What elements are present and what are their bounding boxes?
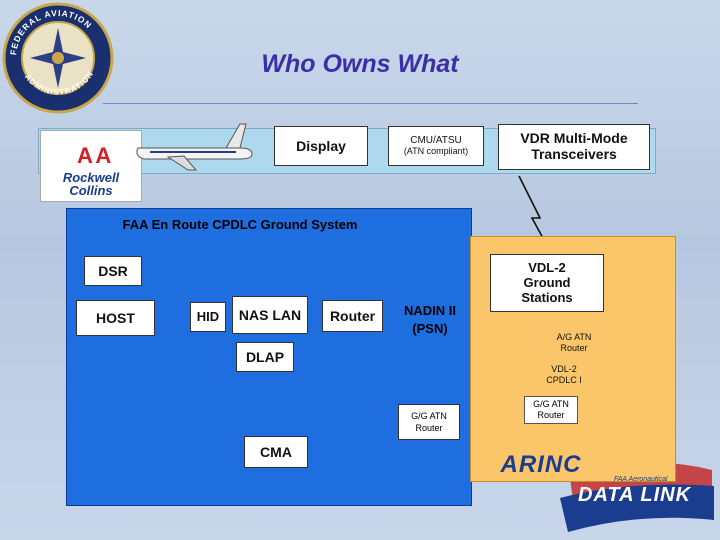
rockwell-label: Rockwell (62, 170, 120, 185)
cmu-compliant-label: (ATN compliant) (403, 146, 469, 156)
gg-router-sublabel: Router (415, 423, 443, 433)
display-box: Display (274, 126, 368, 166)
gg-router-label: G/G ATN (411, 411, 447, 421)
dsr-box: DSR (84, 256, 142, 286)
router-box: Router (322, 300, 383, 332)
dlap-label: DLAP (245, 349, 285, 365)
cpdlc-label: CPDLC I (546, 375, 582, 385)
cmu-atsu-box: CMU/ATSU (ATN compliant) (388, 126, 484, 166)
ag-router-label: A/G ATN (556, 332, 592, 342)
vdr-transceivers-box: VDR Multi-Mode Transceivers (498, 124, 650, 170)
vdr-transceivers-label: Transceivers (531, 146, 617, 162)
american-airlines-logo-text: A A (77, 143, 111, 168)
collins-label: Collins (69, 183, 113, 198)
vdl2-ground-stations-box: VDL-2 Ground Stations (490, 254, 604, 312)
rockwell-collins-logo: A A Rockwell Collins (40, 130, 142, 202)
nas-lan-box: NAS LAN (232, 296, 308, 334)
cma-box: CMA (244, 436, 308, 468)
datalink-subtitle: FAA Aeronautical (614, 476, 668, 483)
host-label: HOST (96, 310, 135, 326)
router-label: Router (329, 308, 376, 324)
dlap-box: DLAP (236, 342, 294, 372)
ag-router-sublabel: Router (560, 343, 588, 353)
cmu-label: CMU/ATSU (410, 135, 462, 146)
nadin-label: NADIN II (404, 303, 456, 318)
datalink-logo: DATA LINK (578, 484, 692, 506)
display-label: Display (296, 138, 346, 154)
arinc-gg-atn-router-box: G/G ATN Router (524, 396, 578, 424)
arinc-gg-router-label: G/G ATN (533, 399, 569, 409)
cpdlc-vdl2-label: VDL-2 (551, 364, 577, 374)
psn-label: (PSN) (412, 321, 448, 336)
arinc-logo: ARINC (500, 451, 582, 478)
cma-label: CMA (260, 444, 292, 460)
ground-system-title: FAA En Route CPDLC Ground System (122, 217, 358, 232)
nas-lan-label: NAS LAN (238, 307, 302, 323)
gg-atn-router-box: G/G ATN Router (398, 404, 460, 440)
page-title: Who Owns What (261, 50, 459, 78)
hid-box: HID (190, 302, 226, 332)
stations-label: Stations (521, 290, 573, 305)
vdl2-label: VDL-2 (528, 260, 566, 275)
dsr-label: DSR (98, 263, 128, 279)
hid-label: HID (196, 309, 220, 324)
host-box: HOST (76, 300, 155, 336)
vdr-label: VDR Multi-Mode (520, 130, 628, 146)
ground-label: Ground (523, 275, 571, 290)
faa-seal-logo: FEDERAL AVIATION ADMINISTRATION (2, 2, 114, 114)
arinc-gg-router-sublabel: Router (537, 410, 565, 420)
title-divider (103, 103, 638, 104)
